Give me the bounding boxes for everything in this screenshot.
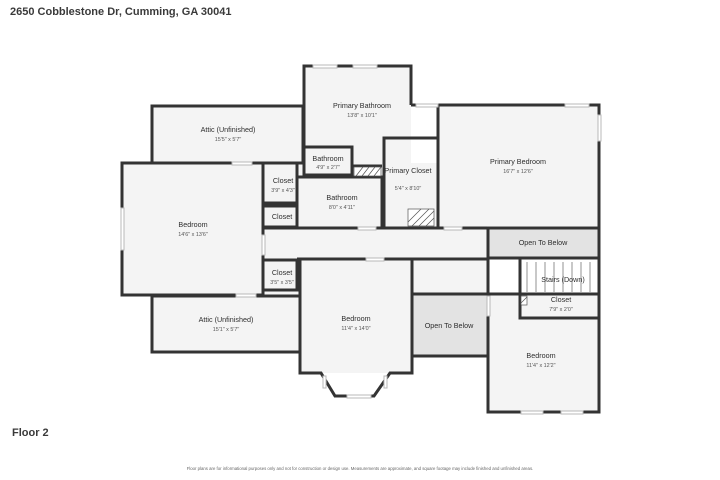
room-name: Bathroom	[312, 154, 343, 163]
room-dims: 3'5" x 3'5"	[270, 280, 294, 286]
room-dims: 3'9" x 4'3"	[271, 188, 295, 194]
stairs-treads	[526, 262, 591, 292]
address-header: 2650 Cobblestone Dr, Cumming, GA 30041	[10, 6, 232, 18]
room-name: Bedroom	[341, 314, 370, 323]
room-dims: 7'9" x 2'0"	[549, 307, 573, 313]
room-dims: 5'4" x 8'10"	[395, 186, 422, 192]
windows	[120, 64, 602, 415]
room-dims: 4'9" x 2'7"	[316, 165, 340, 171]
room-dims: 15'5" x 5'7"	[215, 137, 242, 143]
room-dims: 11'4" x 12'2"	[526, 363, 555, 369]
room-labels: Attic (Unfinished) 15'5" x 5'7" Primary …	[178, 101, 585, 369]
room-name: Primary Bedroom	[490, 157, 546, 166]
room-name: Closet	[273, 176, 293, 185]
room-name: Open To Below	[519, 238, 568, 247]
room-name: Closet	[272, 268, 292, 277]
room-name: Closet	[551, 295, 571, 304]
room-name: Primary Bathroom	[333, 101, 391, 110]
room-name: Attic (Unfinished)	[199, 315, 254, 324]
room-name: Bedroom	[178, 220, 207, 229]
room-dims: 11'4" x 14'0"	[341, 326, 370, 332]
room-fills	[122, 67, 599, 412]
room-dims: 15'1" x 5'7"	[213, 327, 240, 333]
disclaimer: Floor plans are for informational purpos…	[186, 466, 534, 471]
room-dims: 13'8" x 10'1"	[347, 113, 377, 119]
room-dims: 8'0" x 4'11"	[329, 205, 355, 211]
room-name: Closet	[272, 212, 292, 221]
room-name: Attic (Unfinished)	[201, 125, 256, 134]
room-name: Primary Closet	[384, 166, 431, 175]
room-name: Stairs (Down)	[541, 275, 585, 284]
hatched-shelves	[353, 166, 528, 306]
room-dims: 14'6" x 13'6"	[178, 232, 208, 238]
room-name: Bedroom	[526, 351, 555, 360]
room-name: Bathroom	[326, 193, 357, 202]
floor-label: Floor 2	[12, 427, 49, 439]
room-dims: 16'7" x 12'6"	[503, 169, 533, 175]
room-name: Open To Below	[425, 321, 474, 330]
open-to-below-fills	[412, 228, 599, 356]
